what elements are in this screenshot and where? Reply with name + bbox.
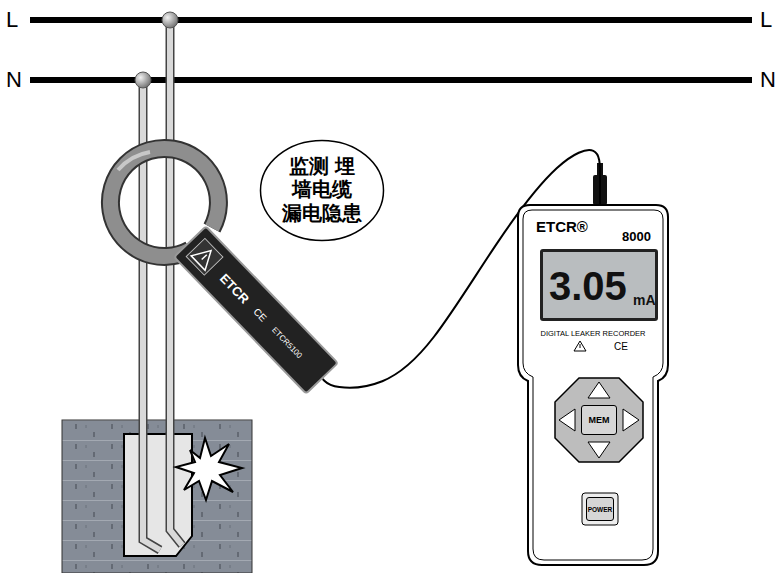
- line-label: L: [6, 7, 18, 33]
- label-text: CE: [252, 306, 270, 324]
- mem-button: MEM: [581, 405, 617, 435]
- label-text: 监测 埋墙电缆 漏电隐患: [280, 155, 364, 226]
- leak-spark: [176, 438, 242, 500]
- reading-text: mA: [633, 292, 656, 308]
- line-label: N: [760, 67, 776, 93]
- speech-bubble: 监测 埋墙电缆 漏电隐患: [259, 139, 385, 242]
- junction-dot: [135, 72, 151, 88]
- label-text: MEM: [589, 415, 610, 425]
- wires: [143, 20, 182, 550]
- label-text: DIGITAL LEAKER RECORDER: [518, 329, 668, 338]
- junction-dot: [162, 12, 178, 28]
- label-text: 8000: [622, 229, 651, 244]
- warning-icon: [185, 237, 225, 277]
- reading-text: 3.05: [549, 264, 627, 309]
- clamp-sensor: ETCRCEETCR5100: [173, 225, 339, 395]
- meter-body: 3.05 mA MEM POWER ETCR® 8000DIGITAL LEAKER RE…: [518, 205, 668, 565]
- power-button: POWER: [586, 497, 614, 521]
- label-text: ETCR®: [536, 218, 588, 235]
- lcd-display: 3.05 mA: [540, 249, 658, 321]
- line-label: N: [6, 67, 22, 93]
- label-text: CE: [614, 341, 628, 352]
- line-label: L: [760, 7, 772, 33]
- label-text: ETCR5100: [270, 325, 304, 360]
- label-text: ETCR: [217, 270, 252, 306]
- live-line: [30, 17, 752, 23]
- label-text: POWER: [588, 506, 613, 513]
